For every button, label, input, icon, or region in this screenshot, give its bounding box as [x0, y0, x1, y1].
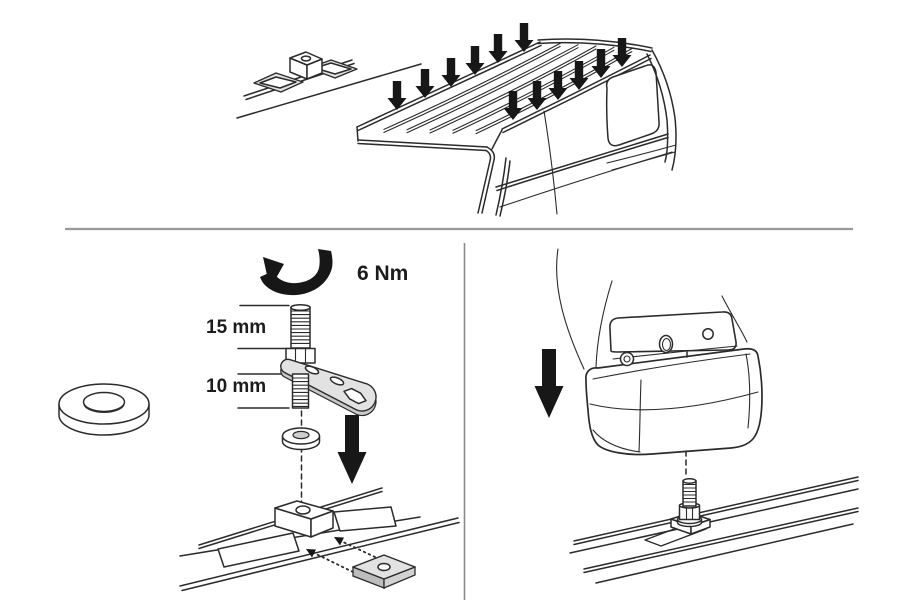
torque-value-label: 6 Nm	[357, 262, 408, 285]
foot-mounting-panel	[534, 248, 859, 584]
adjuster-screw	[619, 351, 635, 367]
roof-top-edge	[537, 38, 653, 53]
square-nut-group	[306, 537, 416, 589]
van-drawing	[356, 38, 677, 217]
a-pillar	[477, 146, 496, 214]
lower-thread-length-label: 10 mm	[206, 376, 266, 397]
rail-front-line	[236, 63, 422, 119]
plate-round-hole	[702, 328, 714, 340]
torque-arrow-head	[263, 257, 284, 289]
roof-overview-panel	[236, 23, 677, 217]
pad-mold-lines	[589, 353, 759, 453]
bracket-right-wing-inset	[314, 62, 352, 75]
front-corner-lines	[356, 126, 503, 150]
foot-base-pad	[585, 347, 763, 456]
roof-bracket-detail	[236, 51, 422, 119]
down-arrow-icon	[514, 23, 534, 52]
down-arrow-icon	[465, 46, 485, 75]
rim-inner-line	[592, 353, 751, 380]
square-nut-hole	[377, 562, 391, 572]
foot-bracket-plate	[609, 311, 738, 367]
bracket-right-wing	[333, 506, 397, 532]
bracket-left-wing-inset	[259, 76, 297, 89]
dimension-ticks	[237, 304, 290, 409]
plate-hex-hole	[343, 387, 367, 405]
upper-thread-length-label: 15 mm	[206, 317, 266, 338]
body-crease-upper	[495, 133, 669, 192]
rear-side-window	[605, 64, 660, 147]
sill-lines	[606, 144, 677, 171]
plate-oval-hole-inner	[661, 337, 672, 352]
rear-edge	[646, 49, 677, 171]
torque-arrow-icon	[260, 249, 333, 296]
guide-curves	[556, 248, 748, 370]
roof-rail-and-bracket	[179, 487, 460, 592]
torque-indicator: 6 Nm	[260, 249, 408, 296]
roof-rear-gutter	[501, 54, 652, 134]
down-arrow-icon	[337, 415, 367, 484]
down-arrow-icon	[569, 61, 589, 90]
mounting-point-arrows	[387, 23, 632, 120]
small-washer	[281, 427, 321, 451]
bolt-upper-thread	[290, 303, 311, 349]
alignment-dashed-line	[685, 351, 688, 476]
bracket-hole	[295, 505, 311, 515]
down-arrow-icon	[534, 349, 564, 418]
adjuster-screw-inner	[623, 355, 631, 363]
rail-front-lines	[179, 517, 460, 592]
insertion-arrow-head	[334, 537, 344, 546]
installed-stud-group	[670, 478, 711, 535]
down-arrow-icon	[441, 58, 461, 87]
large-washer	[58, 383, 150, 436]
down-arrow-icon	[415, 69, 435, 98]
plate-slot	[304, 365, 320, 375]
insertion-dotted-lines	[313, 540, 376, 573]
roof-rail-lines	[569, 476, 859, 584]
insertion-arrow-head	[306, 549, 316, 558]
door-seam	[543, 110, 558, 215]
assembly-detail-panel: 6 Nm 15 mm 10 mm	[58, 249, 460, 592]
bolt-lower-thread	[291, 373, 310, 409]
bracket-hole	[300, 55, 312, 62]
bracket-left-wing	[217, 532, 300, 568]
plate-slot	[329, 376, 345, 386]
windshield-top-edge	[357, 139, 488, 152]
